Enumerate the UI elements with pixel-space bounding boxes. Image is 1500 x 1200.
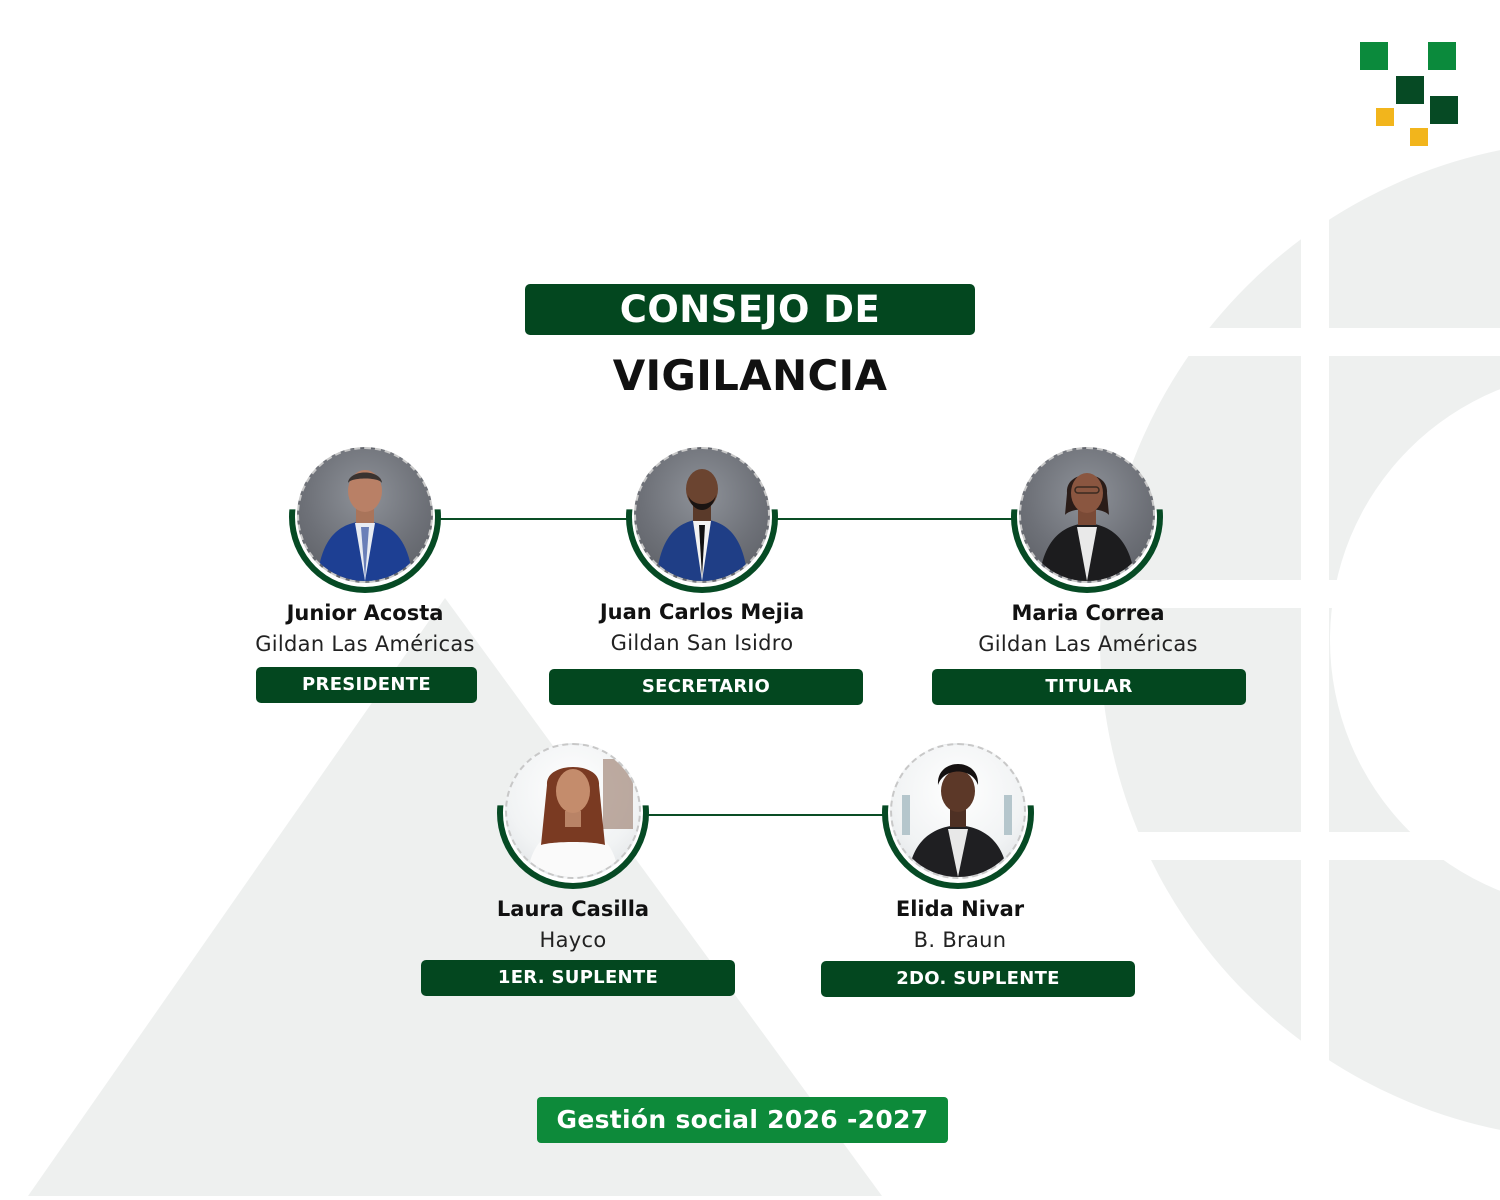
person-avatar-icon (656, 469, 748, 581)
member-name: Juan Carlos Mejia (599, 600, 805, 624)
member-company: Hayco (539, 928, 607, 952)
member-photo (634, 447, 770, 583)
person-avatar-icon (527, 759, 633, 877)
member-photo (297, 447, 433, 583)
brand-logo (1358, 40, 1460, 148)
member-name: Elida Nivar (895, 897, 1025, 921)
member-photo (1019, 447, 1155, 583)
person-avatar-icon (317, 470, 413, 581)
member-company: B. Braun (913, 928, 1007, 952)
title-banner: CONSEJO DE (525, 284, 975, 335)
member-role-badge: 2DO. SUPLENTE (821, 961, 1135, 997)
page-title: VIGILANCIA (612, 351, 888, 400)
person-avatar-icon (1039, 473, 1135, 581)
member-role-badge: SECRETARIO (549, 669, 863, 705)
member-role-badge: 1ER. SUPLENTE (421, 960, 735, 996)
member-company: Gildan Las Américas (978, 632, 1198, 656)
member-photo (890, 743, 1026, 879)
member-name: Laura Casilla (496, 897, 650, 921)
member-company: Gildan Las Américas (255, 632, 475, 656)
member-name: Maria Correa (1011, 601, 1165, 625)
member-company: Gildan San Isidro (610, 631, 794, 655)
member-role-badge: PRESIDENTE (256, 667, 477, 703)
member-role-badge: TITULAR (932, 669, 1246, 705)
footer-period-badge: Gestión social 2026 -2027 (537, 1097, 948, 1143)
member-name: Junior Acosta (286, 601, 444, 625)
person-avatar-icon (902, 764, 1012, 877)
connector-line (645, 814, 895, 816)
member-photo (505, 743, 641, 879)
